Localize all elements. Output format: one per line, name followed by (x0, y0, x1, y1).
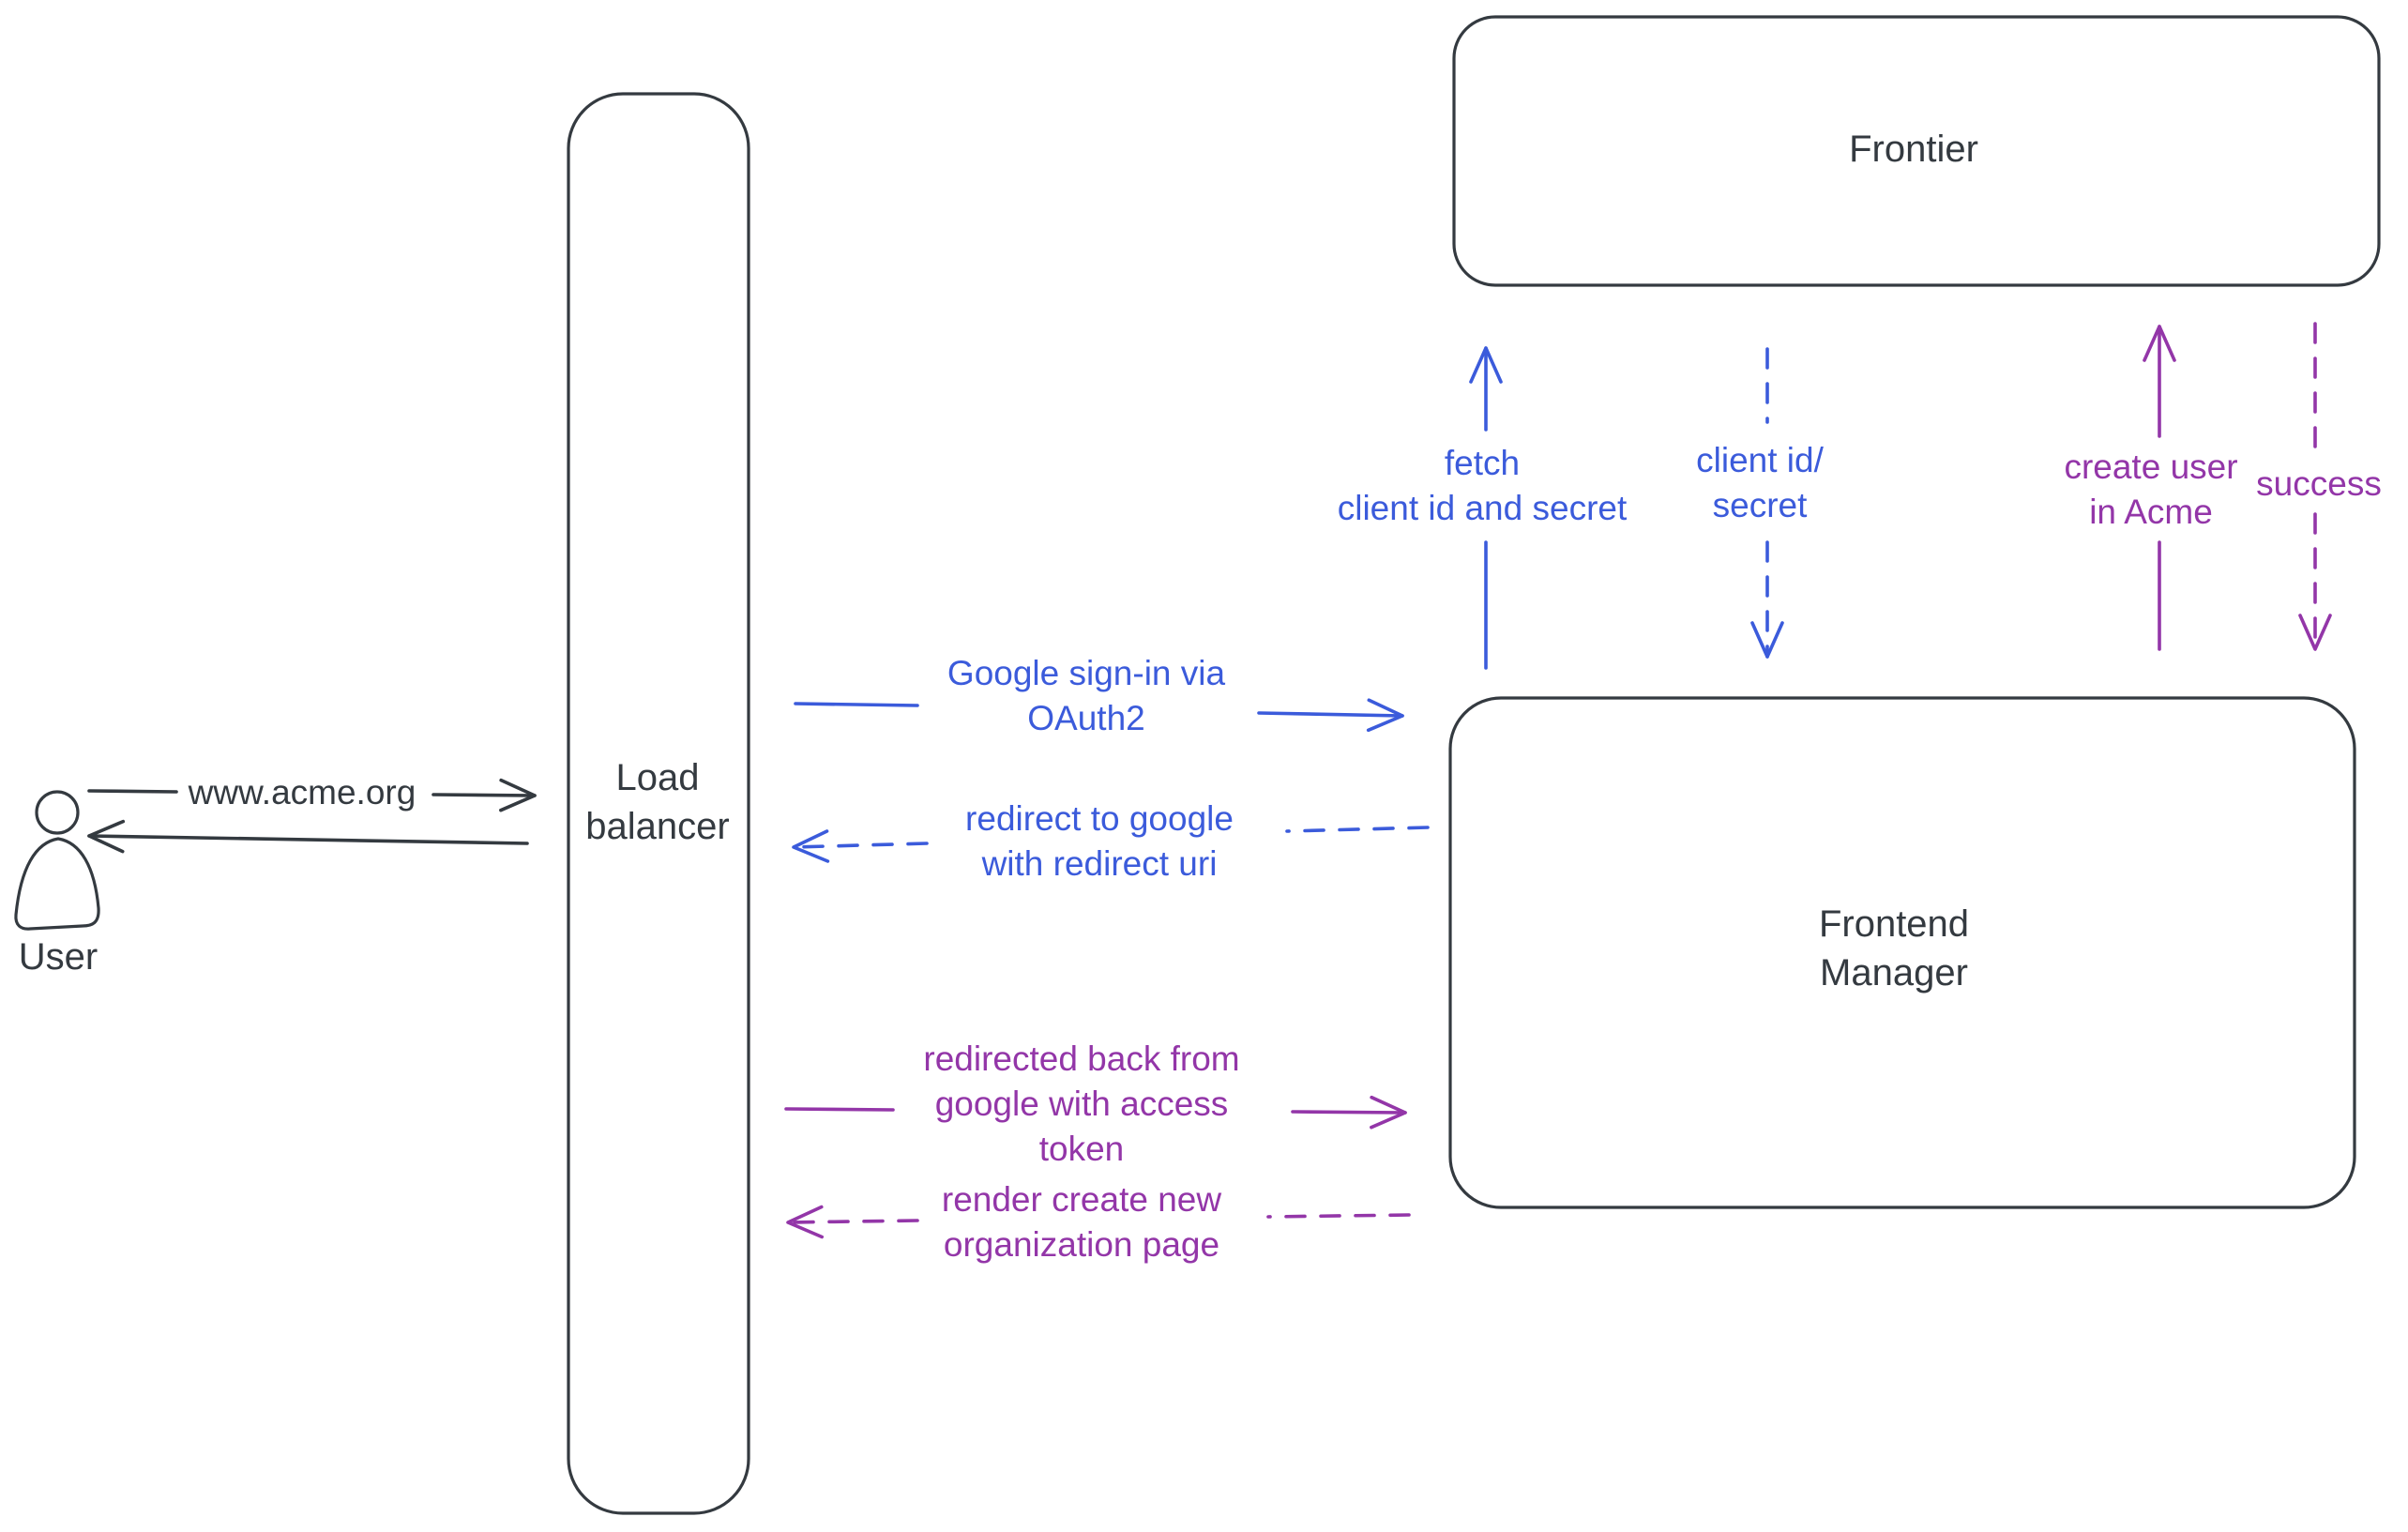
node-frontier-box (1452, 15, 2381, 287)
node-load-balancer-box (567, 92, 750, 1515)
arrow-www-acme-line (87, 789, 178, 794)
arrow-google-signin-head (1257, 698, 1404, 733)
user-head (35, 790, 80, 835)
arrow-return-to-user-line (87, 819, 529, 854)
user-body (14, 837, 100, 931)
arrow-redirect-to-google-line (1285, 826, 1430, 833)
arrow-render-org-page-line (1266, 1213, 1411, 1219)
user-icon (14, 790, 100, 931)
arrow-www-acme-head (432, 778, 537, 812)
arrow-redirected-back-head (1291, 1095, 1407, 1130)
node-frontend-manager-box (1448, 696, 2356, 1209)
arrow-google-signin-line (794, 702, 919, 707)
arrow-redirect-to-google-head (792, 829, 929, 863)
arrow-render-org-page-head (786, 1205, 919, 1239)
arrow-redirected-back-line (784, 1107, 895, 1112)
